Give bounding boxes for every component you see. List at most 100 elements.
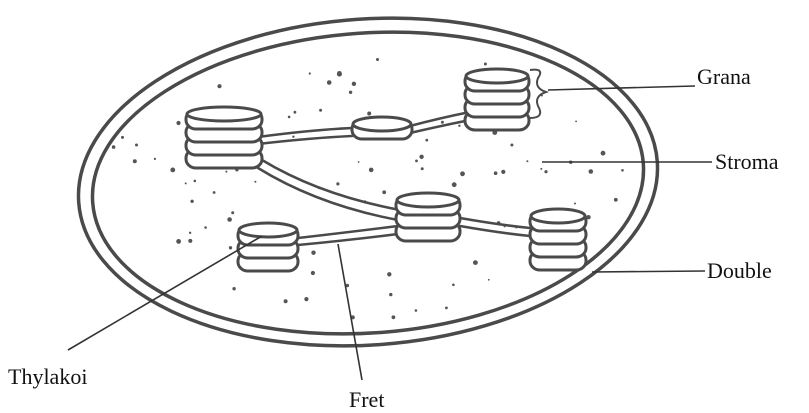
fret-4b <box>296 232 400 247</box>
stroma-dot <box>176 239 182 244</box>
stroma-dot <box>336 182 340 186</box>
stroma-dot <box>228 246 233 250</box>
stroma-dot <box>493 171 498 175</box>
grana-stacks <box>184 67 588 273</box>
stroma-dot <box>292 135 295 138</box>
label-fret: Fret <box>349 387 385 412</box>
double-membrane <box>76 16 660 348</box>
inner-membrane <box>90 30 646 336</box>
stroma-dot <box>326 80 332 85</box>
grana-bracket <box>529 68 550 119</box>
leader-fret <box>337 243 363 381</box>
stroma-dot <box>526 160 529 163</box>
stroma-dot <box>368 167 374 173</box>
stroma-dot <box>337 71 342 76</box>
stroma-dot <box>419 154 424 159</box>
stroma-dot <box>188 238 193 243</box>
leader-double <box>591 270 706 273</box>
stroma-dot <box>232 287 236 291</box>
stroma-dot <box>487 278 490 281</box>
label-grana: Grana <box>697 64 751 89</box>
label-leader-lines <box>67 85 712 381</box>
stroma-dot <box>451 182 457 188</box>
fret-lamellae <box>256 110 532 247</box>
stroma-dot <box>452 283 455 287</box>
stroma-dot <box>389 292 393 297</box>
stroma-dot <box>204 226 207 229</box>
leader-thylakoid <box>67 235 263 351</box>
label-thylakoid: Thylakoi <box>8 364 88 389</box>
granum-top <box>464 67 530 85</box>
fret-5b <box>458 224 532 238</box>
stroma-dot <box>193 179 197 183</box>
stroma-dot <box>445 306 448 310</box>
stroma-dot <box>170 167 176 173</box>
granum-top <box>351 115 413 133</box>
stroma-dot <box>254 180 257 183</box>
stroma-dot <box>135 143 138 147</box>
stroma-dot <box>544 170 548 174</box>
granum-top <box>185 105 263 123</box>
stroma-dot <box>190 199 194 203</box>
stroma-dot <box>345 283 350 288</box>
fret-5 <box>458 216 532 230</box>
stroma-dot <box>348 90 353 95</box>
stroma-dot <box>319 108 323 112</box>
fret-3b <box>256 166 400 222</box>
stroma-dot <box>225 170 228 173</box>
stroma-dot <box>121 135 124 139</box>
granum-top <box>237 221 299 239</box>
stroma-dot <box>613 197 618 202</box>
fret-1b <box>256 134 354 146</box>
stroma-dot <box>287 115 291 119</box>
stroma-dot <box>153 157 156 160</box>
stroma-dot <box>308 72 311 75</box>
stroma-dot <box>540 167 543 170</box>
granum-top <box>529 207 587 225</box>
stroma-dot <box>621 169 624 172</box>
stroma-dot <box>425 138 429 142</box>
stroma-dot <box>575 120 577 123</box>
leader-grana <box>547 85 696 91</box>
fret-1 <box>256 126 354 139</box>
fret-4 <box>296 224 400 240</box>
stroma-dot <box>588 169 594 174</box>
stroma-dot <box>600 150 606 156</box>
fret-2b <box>408 118 472 135</box>
stroma-dot <box>310 270 315 276</box>
stroma-dot <box>283 299 288 304</box>
stroma-dot <box>420 167 424 171</box>
stroma-dot <box>376 58 379 61</box>
stroma-dot <box>415 159 418 163</box>
stroma-dot <box>382 190 387 195</box>
stroma-dot <box>586 215 591 220</box>
stroma-dot <box>357 161 360 163</box>
label-stroma: Stroma <box>715 149 779 174</box>
stroma-dot <box>293 110 297 114</box>
stroma-dot <box>111 145 116 149</box>
stroma-dot <box>483 62 487 66</box>
stroma-dot <box>304 297 309 302</box>
stroma-dot <box>414 309 418 312</box>
outer-membrane <box>76 16 660 348</box>
fret-3 <box>260 158 402 212</box>
granum-top <box>395 191 461 209</box>
stroma-dot <box>311 250 316 255</box>
stroma-dot <box>473 260 478 265</box>
stroma-dot <box>231 211 235 215</box>
stroma-dot <box>510 143 514 147</box>
label-double: Double <box>707 258 772 283</box>
fret-2 <box>408 110 472 128</box>
stroma-dot <box>184 182 187 185</box>
stroma-dot <box>501 169 506 174</box>
stroma-dot <box>351 81 357 87</box>
stroma-dot <box>387 272 392 277</box>
stroma-dot <box>217 84 222 89</box>
stroma-dot <box>391 315 396 320</box>
stroma-dot <box>176 120 181 126</box>
stroma-dot <box>227 217 232 222</box>
stroma-dot <box>574 202 576 205</box>
stroma-dot <box>188 231 192 234</box>
